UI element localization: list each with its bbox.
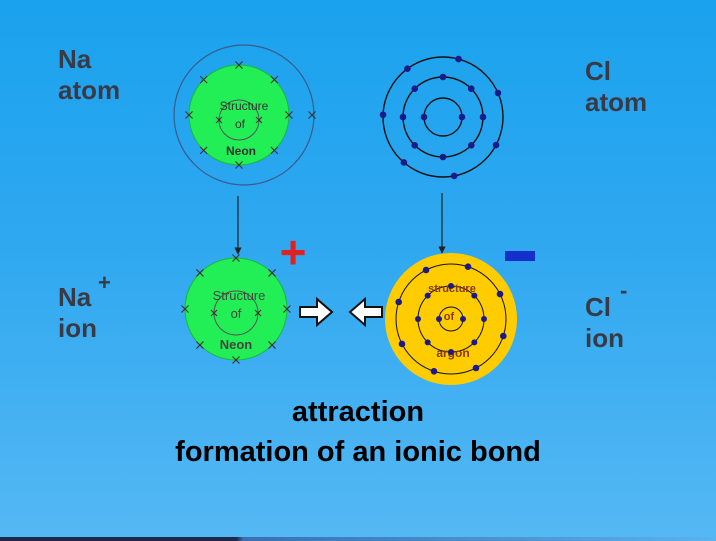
electron-dot (400, 159, 408, 166)
electron-dot (439, 73, 447, 81)
bottom-divider (0, 537, 716, 541)
electron-cross-icon (235, 61, 243, 69)
positive-charge-sign: + (280, 226, 307, 278)
left-hollow-arrow-icon (348, 296, 383, 328)
na-ion-text-2: of (231, 306, 242, 321)
electron-dot (436, 316, 442, 322)
electron-cross-icon (270, 146, 279, 155)
na-ion-text-1: Structure (213, 288, 266, 303)
electron-cross-icon (255, 116, 263, 124)
cl-ion-word: ion (585, 323, 624, 353)
electron-dot (467, 141, 475, 149)
na-ion-charge: + (98, 270, 111, 295)
na-atom-symbol: Na (58, 44, 92, 74)
cl-atom-word: atom (585, 87, 648, 117)
cl-ion-electrons (395, 263, 507, 375)
electron-cross-icon (196, 269, 204, 277)
na-atom: Structure of Neon (173, 44, 316, 186)
na-ion-electrons (181, 254, 291, 364)
electron-dot (455, 55, 462, 63)
na-ion: Structure of Neon (181, 254, 291, 364)
electron-dot (500, 332, 507, 340)
na-ion-label: Na ion (58, 282, 97, 344)
electron-dot (472, 364, 480, 372)
electron-cross-icon (268, 341, 276, 349)
electron-dot (450, 172, 458, 180)
cl-ion-symbol: Cl (585, 292, 611, 322)
electron-dot (420, 113, 428, 121)
electron-dot (467, 85, 475, 93)
electron-cross-icon (283, 305, 291, 313)
cl-ion: structure of argon (385, 253, 517, 385)
electron-dot (496, 290, 504, 298)
electron-cross-icon (185, 111, 193, 119)
electron-cross-icon (199, 75, 208, 84)
caption-ionic-bond: formation of an ionic bond (175, 436, 541, 468)
na-core-text-2: of (235, 117, 246, 131)
cl-ion-text-2: of (444, 311, 455, 323)
electron-dot (424, 292, 431, 299)
electron-dot (492, 141, 500, 149)
electron-cross-icon (232, 356, 240, 364)
cl-ion-charge: - (620, 278, 628, 303)
electron-dot (399, 113, 407, 121)
electron-dot (398, 340, 406, 348)
na-core-text-3: Neon (226, 144, 256, 158)
na-atom-word: atom (58, 75, 121, 105)
electron-cross-icon (199, 146, 208, 155)
cl-ion-core (385, 253, 517, 385)
na-atom-electrons (185, 61, 316, 169)
electron-cross-icon (285, 111, 293, 119)
electron-cross-icon (210, 309, 218, 317)
electron-cross-icon (181, 305, 189, 313)
right-hollow-arrow-icon (299, 296, 334, 328)
electron-cross-icon (215, 116, 223, 124)
cl-atom-electrons (379, 55, 502, 180)
na-core-text-1: Structure (220, 99, 269, 113)
electron-dot (448, 349, 454, 355)
electron-dot (439, 153, 447, 161)
na-ion-symbol: Na (58, 282, 92, 312)
electron-dot (379, 111, 387, 119)
electron-dot (471, 339, 478, 346)
electron-dot (460, 316, 466, 322)
valence-electron-cross-icon (308, 111, 316, 119)
electron-dot (404, 65, 411, 73)
cl-shell-1 (423, 97, 463, 137)
electron-dot (430, 368, 438, 375)
cl-ion-shell-3 (395, 263, 507, 375)
cl-ion-text-1: structure (428, 283, 476, 295)
electron-dot (471, 292, 478, 299)
electron-dot (458, 113, 466, 121)
electron-cross-icon (235, 161, 243, 169)
electron-dot (494, 89, 502, 97)
electron-cross-icon (196, 341, 204, 349)
electron-dot (424, 339, 431, 346)
na-ion-text-3: Neon (220, 337, 253, 352)
electron-dot (411, 85, 419, 93)
electron-dot (481, 316, 487, 322)
electron-dot (464, 263, 472, 270)
attraction-arrows (299, 296, 383, 328)
electron-cross-icon (254, 309, 262, 317)
electron-dot (395, 298, 402, 306)
cl-atom (379, 55, 504, 180)
electron-dot (411, 141, 419, 149)
electron-cross-icon (268, 269, 276, 277)
na-atom-label: Na atom (58, 44, 120, 106)
cl-ion-label: Cl ion (585, 292, 624, 354)
negative-charge-sign (505, 251, 535, 261)
cl-atom-symbol: Cl (585, 56, 611, 86)
electron-cross-icon (232, 254, 240, 262)
electron-dot (479, 113, 487, 121)
caption-attraction: attraction (291, 396, 425, 428)
na-outer-shell (173, 44, 315, 186)
electron-dot (422, 266, 430, 274)
cl-atom-label: Cl atom (585, 56, 647, 118)
electron-dot (415, 316, 421, 322)
electron-dot (448, 283, 454, 289)
na-ion-word: ion (58, 313, 97, 343)
electron-cross-icon (270, 75, 279, 84)
